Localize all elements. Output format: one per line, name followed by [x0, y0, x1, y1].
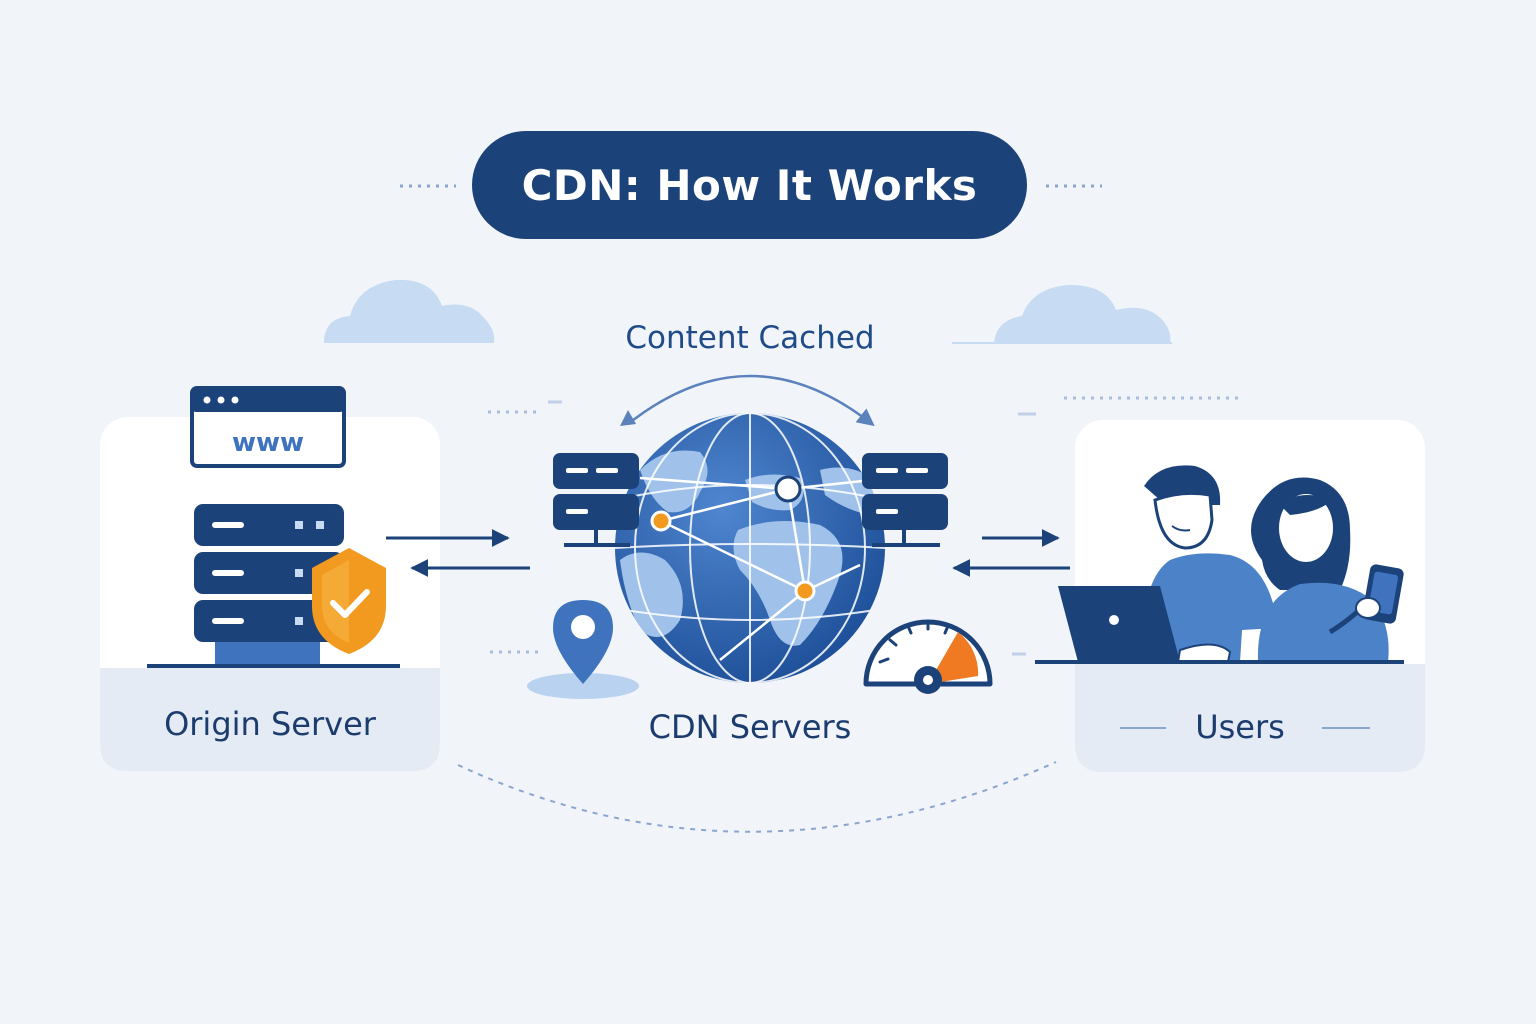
cdn-servers-label: CDN Servers — [648, 708, 852, 746]
cdn-users-arrows — [952, 529, 1070, 577]
cloud-icon — [952, 284, 1172, 344]
bottom-connection-arc — [457, 761, 1057, 833]
globe-icon — [615, 413, 885, 683]
man-user-icon — [1141, 465, 1278, 662]
origin-server-label: Origin Server — [164, 705, 376, 743]
content-cached-label: Content Cached — [625, 320, 875, 356]
cdn-server-left-icon — [553, 453, 639, 547]
woman-user-icon — [1251, 477, 1389, 662]
browser-window-icon: www — [190, 386, 346, 468]
server-rack-icon — [147, 504, 400, 668]
laptop-icon — [1035, 586, 1404, 664]
cache-arc-arrow — [627, 374, 875, 427]
decorative-dashes — [548, 400, 1036, 656]
smartphone-icon — [1355, 564, 1404, 624]
origin-cdn-arrows — [386, 529, 530, 577]
speedometer-icon — [863, 619, 993, 694]
browser-www-text: www — [232, 428, 304, 458]
map-pin-icon — [527, 600, 639, 699]
page-title: CDN: How It Works — [472, 131, 1027, 239]
cache-arc-arrow-left-head — [620, 410, 636, 426]
users-label: Users — [1195, 708, 1285, 746]
cloud-icon — [324, 279, 495, 343]
shield-check-icon — [312, 548, 386, 654]
cdn-server-right-icon — [862, 453, 948, 547]
